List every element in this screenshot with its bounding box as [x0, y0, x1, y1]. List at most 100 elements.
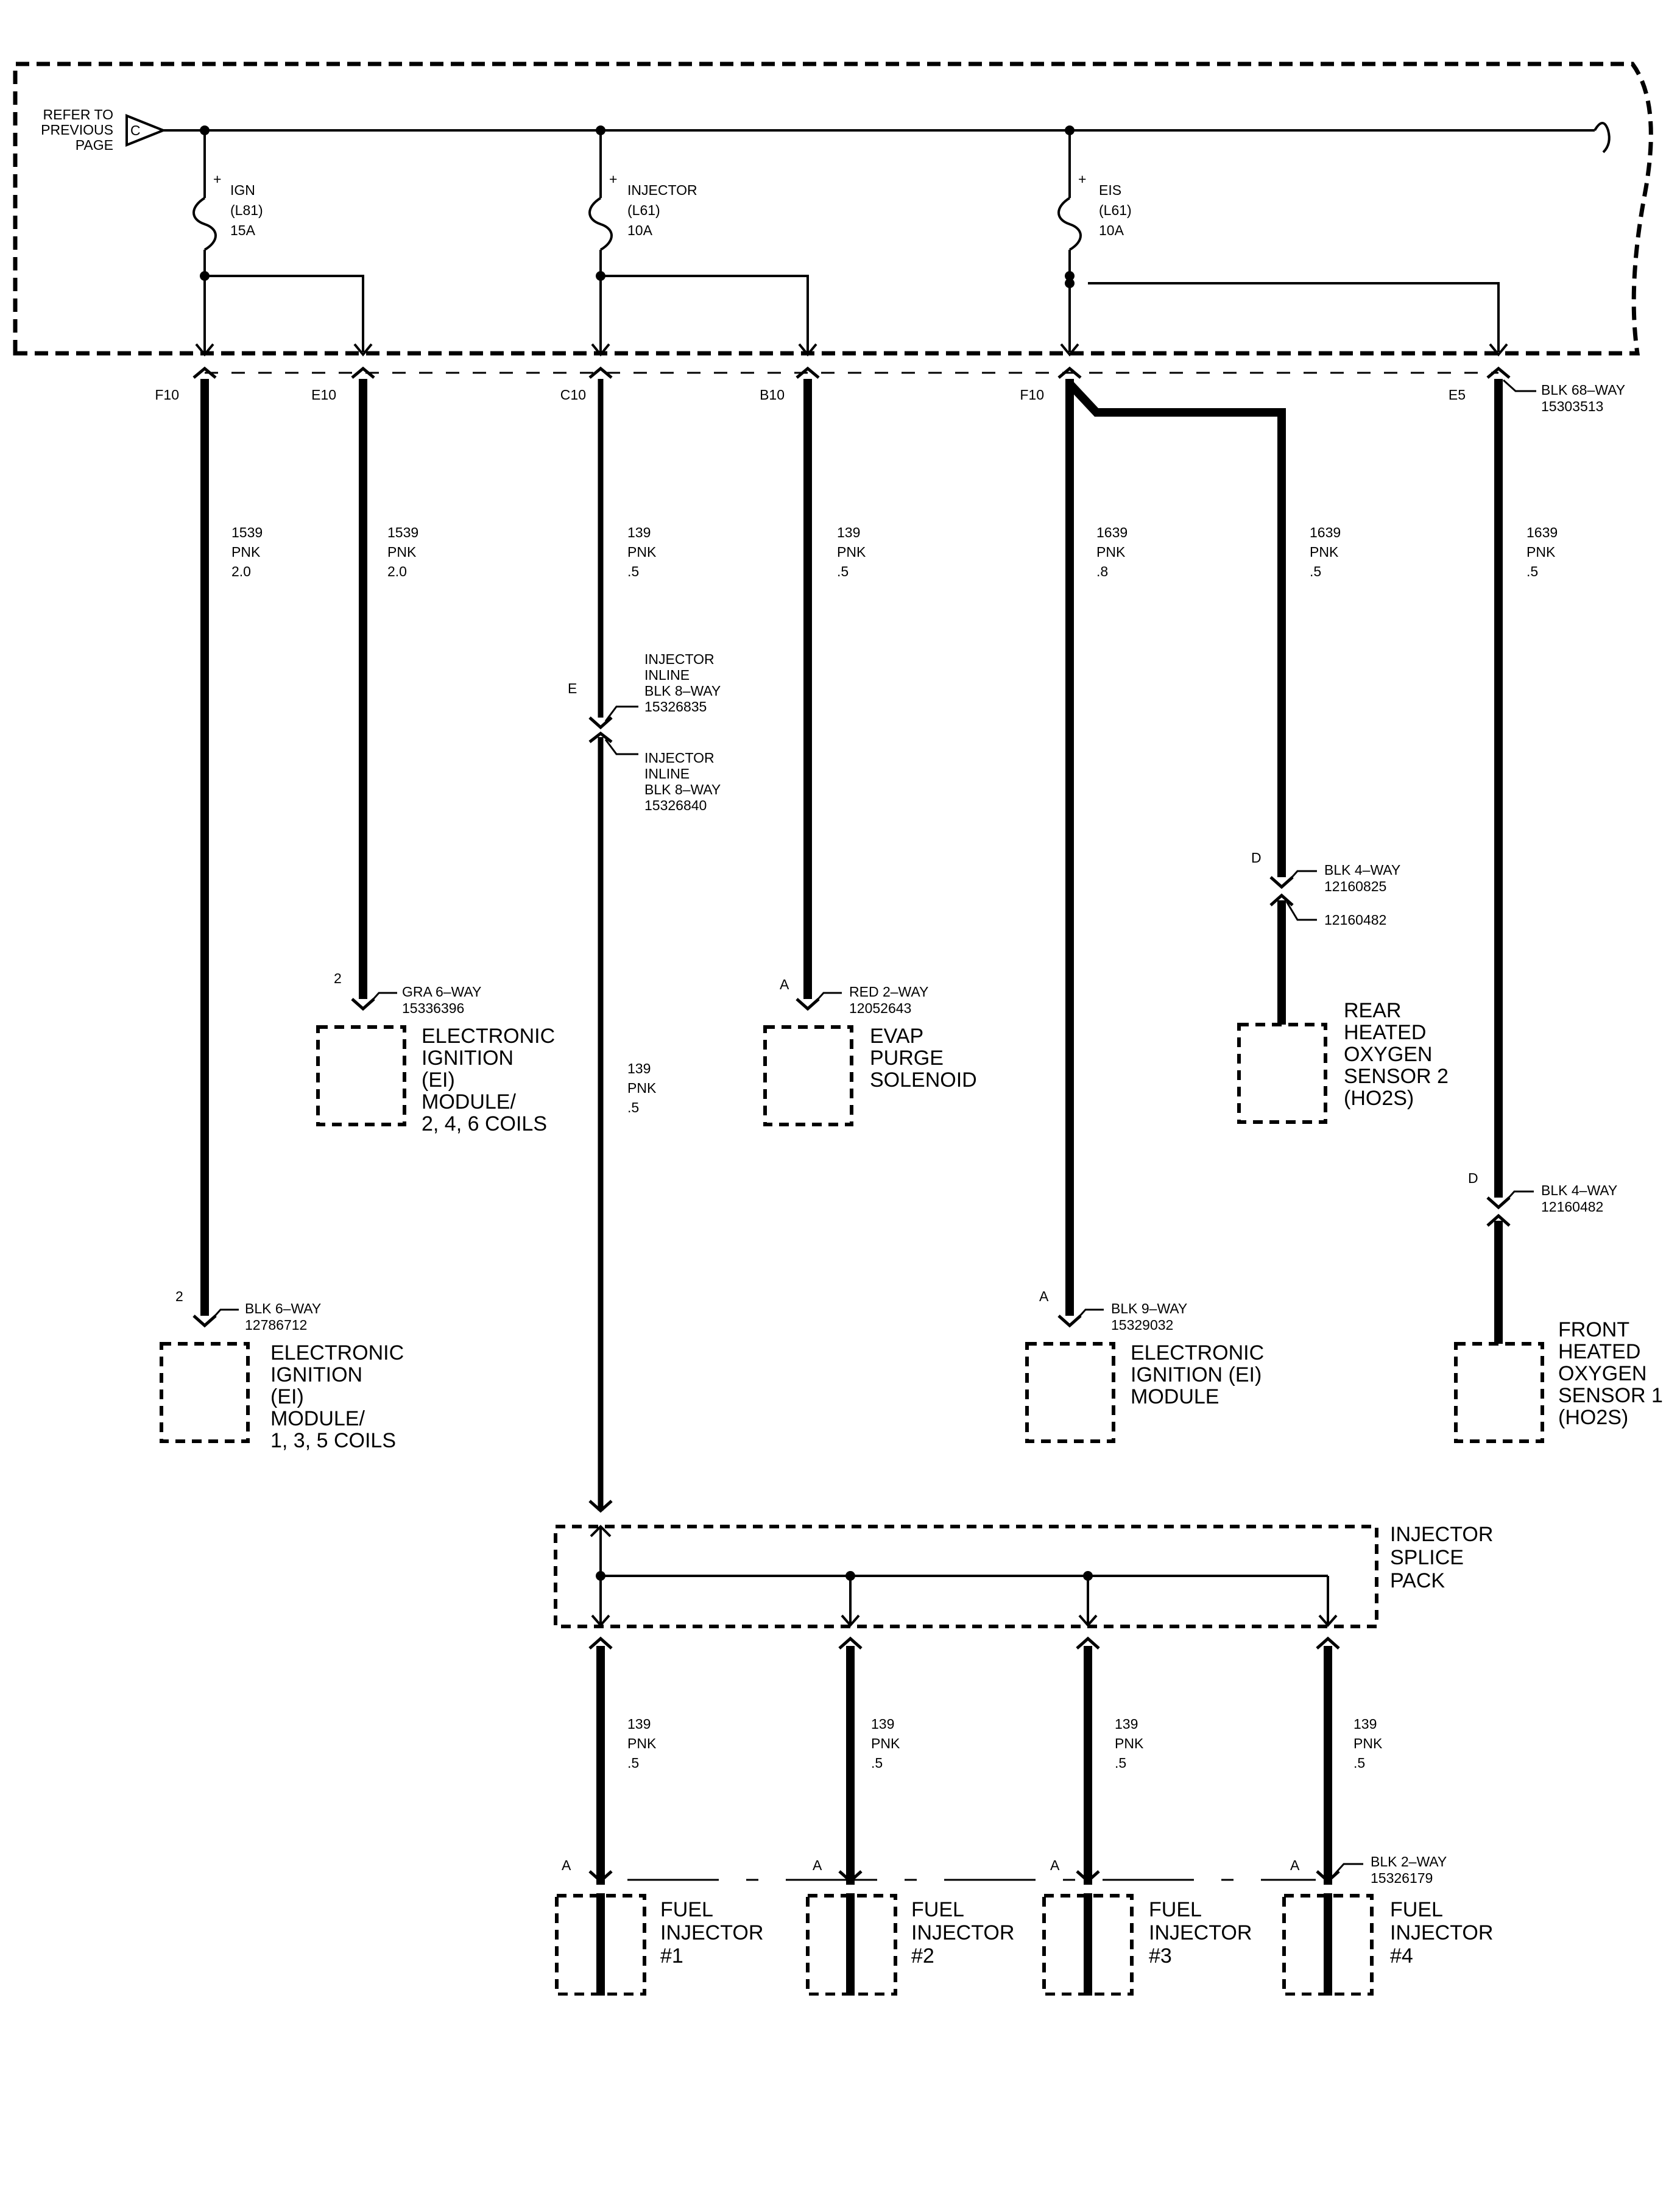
pin-label: 2	[334, 970, 342, 986]
wire-label: .5	[1354, 1755, 1365, 1771]
wire-label: 1639	[1310, 524, 1341, 540]
evap-purge-solenoid-box[interactable]	[763, 1025, 853, 1126]
leader-line	[604, 739, 638, 755]
wire-label: .5	[837, 563, 849, 579]
fuel-injector-4-box[interactable]	[1282, 1894, 1374, 1996]
connector-label: 12160482	[1324, 912, 1386, 928]
wire-label: .5	[871, 1755, 883, 1771]
pin-label: E	[568, 680, 577, 696]
wire-label: PNK	[1354, 1735, 1383, 1751]
rear-ho2s-box[interactable]	[1237, 1023, 1327, 1124]
pin-label: E10	[311, 387, 336, 403]
wire-label: PNK	[627, 544, 657, 560]
inline-connector-chevron	[1486, 1213, 1511, 1227]
connector-label: 12160482	[1541, 1199, 1603, 1215]
splice-pack-name: PACK	[1390, 1569, 1445, 1592]
wire-label: 1639	[1096, 524, 1128, 540]
fuse-plus: +	[1078, 171, 1086, 187]
connector-label: 15326179	[1371, 1870, 1433, 1886]
wire-label: PNK	[231, 544, 261, 560]
component-name: HEATED	[1558, 1340, 1640, 1363]
leader-line	[367, 992, 397, 1006]
component-name: SENSOR 2	[1344, 1065, 1449, 1088]
connector-label: 15336396	[402, 1000, 464, 1016]
injector-name: INJECTOR	[1390, 1921, 1493, 1944]
splice-dot	[596, 1571, 605, 1581]
fuel-injector-3-box[interactable]	[1042, 1894, 1134, 1996]
connector-label: GRA 6–WAY	[402, 984, 481, 1000]
refer-line-3: PAGE	[76, 137, 113, 153]
pin-chevron	[1057, 1315, 1082, 1328]
internal-wire	[205, 275, 364, 352]
wire-label: 2.0	[231, 563, 251, 579]
wire-label: PNK	[1526, 544, 1556, 560]
component-name: HEATED	[1344, 1021, 1426, 1044]
pin-label: 2	[175, 1288, 183, 1304]
connector-label: INLINE	[644, 766, 690, 782]
inline-connector-chevron	[588, 716, 613, 730]
pin-chevron	[796, 998, 820, 1011]
wire-label: .5	[627, 563, 639, 579]
injector-name: #4	[1390, 1944, 1413, 1968]
component-name: (HO2S)	[1558, 1406, 1628, 1429]
wire-label: .5	[627, 1100, 639, 1115]
fuse-icon	[1057, 197, 1082, 251]
fuse-label-line: IGN	[230, 182, 255, 198]
pin-label: B10	[760, 387, 785, 403]
leader-line	[1502, 1190, 1534, 1205]
wire-1639-rear-ho2s[interactable]	[1066, 381, 1286, 877]
connector-label: INJECTOR	[644, 750, 715, 766]
wire-label: .5	[1310, 563, 1321, 579]
injector-name: FUEL	[1390, 1898, 1443, 1921]
connector-label: 15329032	[1111, 1317, 1173, 1333]
connector-label: 15303513	[1541, 398, 1603, 414]
fuel-injector-1-box[interactable]	[555, 1894, 646, 1996]
wire-label: .5	[627, 1755, 639, 1771]
leader-line	[604, 705, 638, 722]
front-ho2s-box[interactable]	[1454, 1342, 1544, 1443]
wire-label: .5	[1526, 563, 1538, 579]
wire-label: 139	[1115, 1716, 1138, 1732]
connector-label: BLK 9–WAY	[1111, 1301, 1187, 1316]
internal-wire	[601, 275, 809, 352]
connector-arrows	[195, 343, 1508, 357]
leader-line	[1285, 870, 1317, 884]
component-name: (HO2S)	[1344, 1087, 1414, 1110]
ei-module-246-box[interactable]	[316, 1025, 406, 1126]
wire-label: PNK	[1310, 544, 1339, 560]
fuse-label-line: INJECTOR	[627, 182, 697, 198]
page-reference[interactable]: REFER TO PREVIOUS PAGE C	[41, 107, 167, 153]
pin-label: D	[1468, 1170, 1478, 1186]
inline-connector-chevron	[1486, 1196, 1511, 1210]
ei-module-box[interactable]	[1025, 1342, 1115, 1443]
connector-label: BLK 68–WAY	[1541, 382, 1625, 398]
pin-chevron	[588, 1500, 613, 1513]
component-name: (EI)	[422, 1068, 455, 1092]
wire-label: PNK	[627, 1080, 657, 1096]
component-name: MODULE/	[422, 1090, 516, 1114]
wire-label: 1639	[1526, 524, 1558, 540]
internal-wire	[1088, 282, 1500, 352]
connector-pin-chevrons	[192, 366, 1511, 379]
refer-line-2: PREVIOUS	[41, 122, 113, 138]
component-name: IGNITION (EI)	[1131, 1363, 1262, 1386]
connector-label: 12160825	[1324, 878, 1386, 894]
wire-label: 1539	[231, 524, 263, 540]
connector-label: BLK 8–WAY	[644, 683, 721, 699]
component-name: MODULE/	[270, 1407, 365, 1430]
fuse-label-line: (L81)	[230, 202, 263, 218]
splice-pack-name: INJECTOR	[1390, 1523, 1493, 1546]
fuse-plus: +	[213, 171, 221, 187]
injector-top-chevrons	[588, 1636, 1340, 1650]
wire-label: 139	[627, 1061, 651, 1076]
fuel-injector-2-box[interactable]	[806, 1894, 897, 1996]
wire-label: 139	[837, 524, 860, 540]
injector-name: INJECTOR	[911, 1921, 1014, 1944]
fuse-block-boundary	[13, 62, 1653, 356]
component-name: IGNITION	[270, 1363, 362, 1386]
ei-module-135-box[interactable]	[160, 1342, 250, 1443]
component-name: REAR	[1344, 999, 1401, 1022]
component-name: EVAP	[870, 1025, 923, 1048]
wire-label: 2.0	[387, 563, 407, 579]
splice-arrows	[591, 1614, 1338, 1628]
